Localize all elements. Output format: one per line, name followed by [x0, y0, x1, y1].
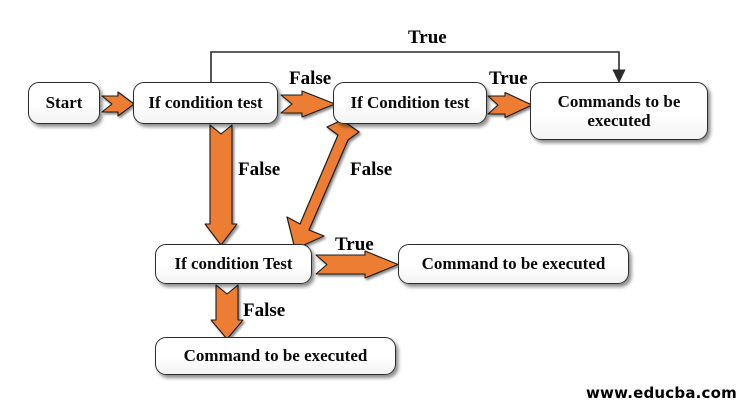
node-if-condition-test-1-label: If condition test [148, 93, 263, 113]
arrow-condition3-true-to-command1 [315, 250, 399, 279]
arrow-condition2-false-to-condition3 [262, 118, 362, 252]
edge-label-true-cond2-commands: True [489, 68, 528, 89]
watermark-educba: www.educba.com [586, 384, 737, 402]
node-command-to-be-executed-2-label: Command to be executed [183, 346, 368, 366]
arrow-condition3-false-to-command2 [209, 284, 245, 340]
edge-label-false-cond1-cond3: False [238, 159, 281, 180]
node-if-condition-test-1: If condition test [133, 82, 278, 124]
arrow-condition2-true-to-commands [487, 91, 533, 119]
node-start: Start [28, 82, 100, 124]
node-start-label: Start [45, 93, 83, 113]
arrow-condition1-false-to-condition2 [280, 90, 336, 118]
edge-label-true-top: True [408, 27, 447, 48]
edge-label-false-cond3-command2: False [243, 300, 286, 321]
node-if-condition-test-2: If Condition test [333, 82, 487, 124]
node-if-condition-test-2-label: If Condition test [350, 93, 470, 113]
arrow-condition1-false-to-condition3 [203, 124, 239, 246]
node-command-to-be-executed-1: Command to be executed [398, 244, 629, 284]
node-if-condition-test-3: If condition Test [155, 244, 312, 284]
edge-label-false-cond1-cond2: False [289, 68, 332, 89]
edge-label-false-cond2-cond3: False [350, 159, 393, 180]
node-command-to-be-executed-2: Command to be executed [155, 337, 396, 375]
node-if-condition-test-3-label: If condition Test [174, 254, 293, 274]
node-commands-to-be-executed-label: Commands to be executed [557, 91, 681, 130]
node-commands-to-be-executed: Commands to be executed [530, 82, 708, 140]
arrow-start-to-condition1 [101, 91, 135, 117]
edge-label-true-cond3-command1: True [335, 234, 374, 255]
node-command-to-be-executed-1-label: Command to be executed [421, 254, 606, 274]
